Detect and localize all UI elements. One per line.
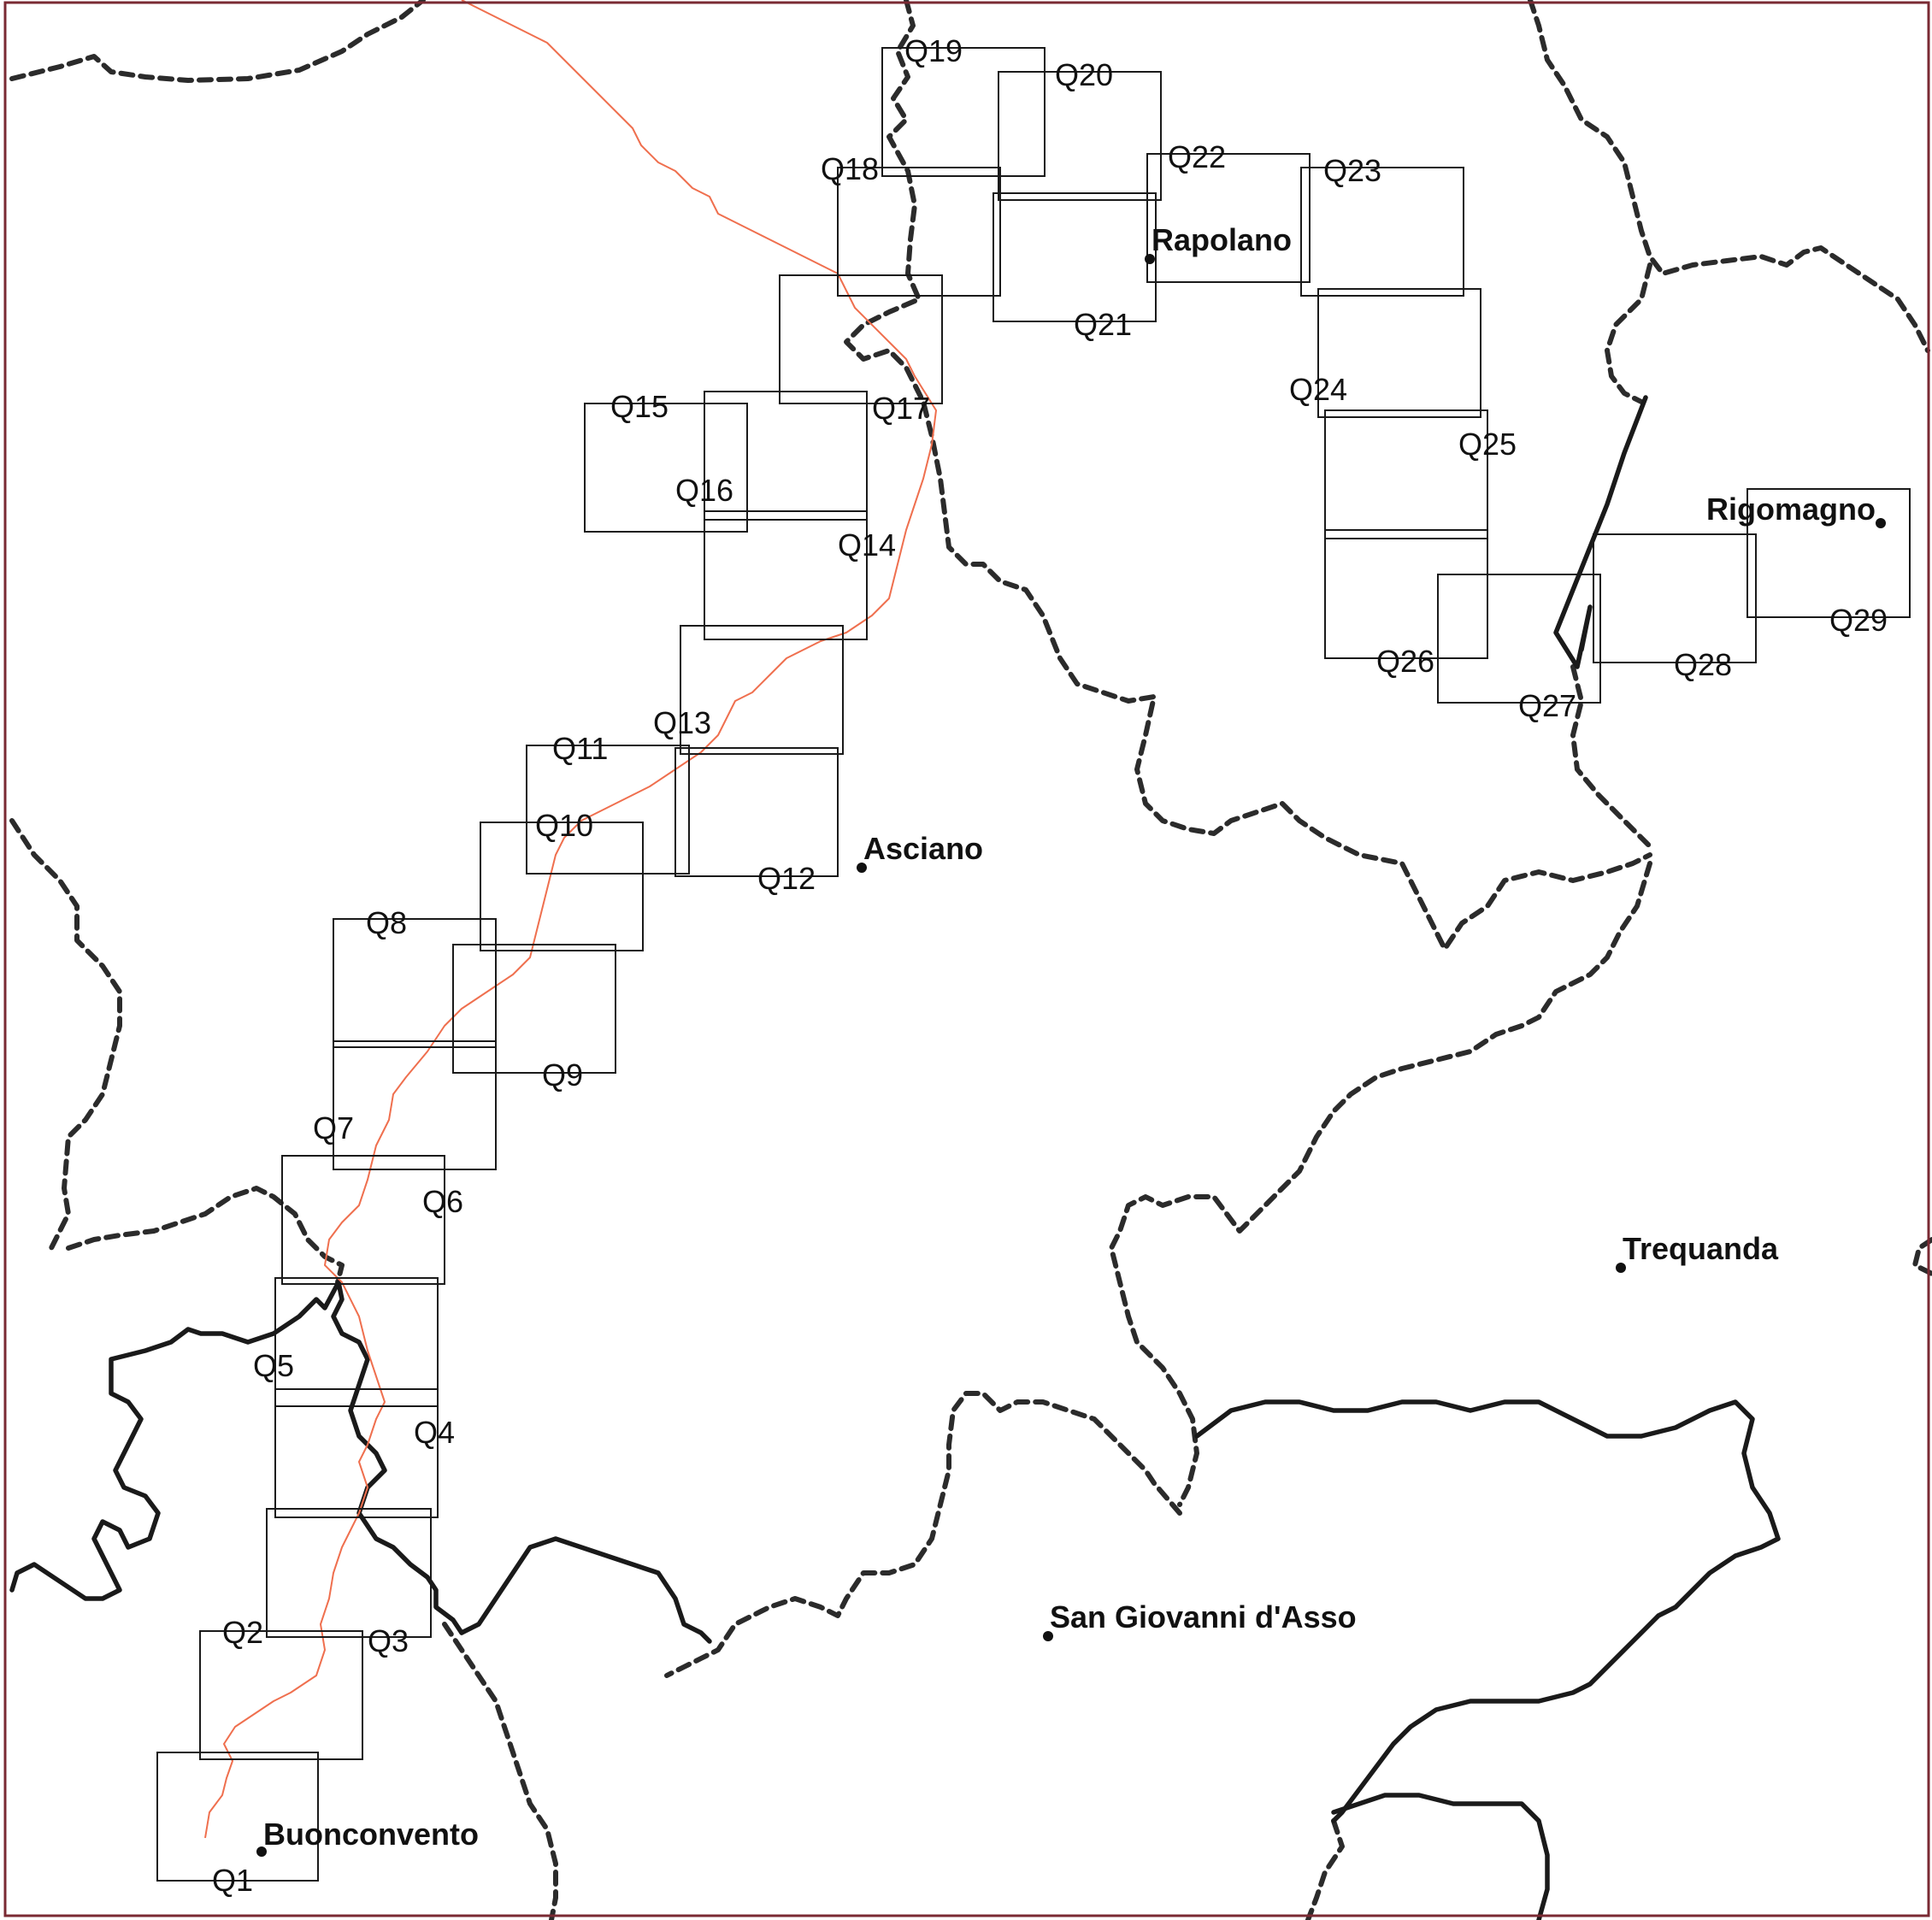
boundary-line	[844, 0, 1652, 951]
town-dot[interactable]	[1043, 1631, 1053, 1641]
tile-q12[interactable]	[674, 747, 839, 877]
tile-label: Q18	[821, 151, 879, 186]
boundary-layer-solid	[9, 395, 1781, 1920]
town-label-rapolano: Rapolano	[1152, 222, 1292, 257]
tile-q10[interactable]	[480, 822, 644, 951]
boundary-line	[66, 1186, 345, 1285]
tile-q16[interactable]	[704, 391, 868, 521]
tile-label: Q20	[1055, 57, 1113, 92]
tile-q29[interactable]	[1746, 488, 1911, 618]
tile-q9[interactable]	[452, 944, 616, 1074]
tile-label-layer: Q1 Q2 Q3 Q4 Q5 Q6 Q7 Q8 Q9 Q10 Q11 Q12 Q…	[212, 33, 1888, 1898]
tile-q14[interactable]	[704, 510, 868, 640]
tile-q8[interactable]	[333, 918, 497, 1048]
tile-label: Q1	[212, 1863, 253, 1898]
tile-label: Q4	[414, 1415, 455, 1450]
tile-q6[interactable]	[281, 1155, 445, 1285]
tile-q25[interactable]	[1324, 409, 1488, 539]
map-border	[3, 1, 1930, 1917]
tile-q15[interactable]	[584, 403, 748, 533]
tile-q19[interactable]	[881, 47, 1046, 177]
tile-label: Q29	[1829, 603, 1888, 638]
tile-q2[interactable]	[199, 1630, 363, 1760]
tile-q4[interactable]	[274, 1388, 439, 1518]
tile-label: Q5	[253, 1348, 294, 1383]
town-dot[interactable]	[1145, 254, 1155, 264]
boundary-layer-dashed	[9, 0, 1932, 1920]
boundary-line	[1305, 1818, 1345, 1920]
town-label-trequanda: Trequanda	[1623, 1231, 1779, 1266]
tile-label: Q15	[610, 389, 669, 424]
town-dot[interactable]	[1616, 1263, 1626, 1273]
tile-q7[interactable]	[333, 1040, 497, 1170]
town-dot[interactable]	[857, 863, 867, 873]
tile-label: Q22	[1168, 139, 1226, 174]
tile-label: Q28	[1674, 647, 1732, 682]
boundary-line	[9, 0, 426, 83]
walking-route	[204, 0, 937, 1839]
tile-label: Q7	[313, 1110, 354, 1146]
boundary-line	[1194, 1399, 1781, 1823]
boundary-line	[9, 818, 122, 1251]
boundary-line	[331, 1280, 464, 1635]
boundary-line	[1331, 1793, 1550, 1920]
town-label-buonconvento: Buonconvento	[263, 1817, 479, 1852]
tile-q28[interactable]	[1593, 533, 1757, 663]
tile-label: Q21	[1074, 307, 1132, 342]
tile-q27[interactable]	[1437, 574, 1601, 704]
tile-q17[interactable]	[779, 274, 943, 404]
boundary-line	[1570, 664, 1652, 849]
tile-label: Q19	[904, 33, 963, 68]
town-layer: Buonconvento Asciano Rapolano Rigomagno …	[256, 222, 1886, 1857]
tile-q26[interactable]	[1324, 529, 1488, 659]
tile-q3[interactable]	[266, 1508, 432, 1638]
tile-q5[interactable]	[274, 1277, 439, 1407]
tile-layer	[156, 47, 1911, 1882]
boundary-line	[1605, 262, 1652, 404]
tile-label: Q17	[872, 391, 930, 426]
tile-label: Q24	[1289, 372, 1347, 407]
boundary-line	[1912, 1237, 1932, 1276]
boundary-line	[664, 1391, 1182, 1678]
tile-label: Q27	[1518, 688, 1576, 723]
tile-label: Q23	[1323, 153, 1381, 188]
tile-q24[interactable]	[1317, 288, 1481, 418]
tile-label: Q11	[552, 731, 608, 766]
tile-label: Q3	[368, 1623, 409, 1658]
boundary-line	[1109, 861, 1652, 1507]
tile-q11[interactable]	[526, 745, 690, 875]
town-dot[interactable]	[256, 1846, 267, 1857]
tile-label: Q9	[542, 1057, 583, 1093]
route-layer	[204, 0, 937, 1839]
town-label-san-giovanni: San Giovanni d'Asso	[1050, 1599, 1357, 1634]
tile-label: Q10	[535, 808, 593, 843]
tile-q21[interactable]	[993, 192, 1157, 322]
town-dot[interactable]	[1876, 518, 1886, 528]
boundary-line	[1528, 0, 1930, 353]
boundary-line	[9, 1280, 341, 1601]
tile-q1[interactable]	[156, 1752, 319, 1882]
boundary-line	[1553, 395, 1648, 669]
boundary-line	[459, 1536, 712, 1644]
tile-label: Q25	[1458, 427, 1517, 462]
town-label-asciano: Asciano	[863, 831, 983, 866]
tile-q22[interactable]	[1146, 153, 1311, 283]
tile-label: Q13	[653, 705, 711, 740]
tile-label: Q14	[838, 527, 896, 562]
tile-q18[interactable]	[837, 167, 1001, 297]
boundary-line	[442, 1622, 558, 1920]
tile-label: Q8	[366, 905, 407, 940]
tile-label: Q12	[757, 861, 816, 896]
tile-label: Q16	[675, 473, 733, 508]
tile-q20[interactable]	[998, 71, 1162, 201]
tile-label: Q2	[222, 1615, 263, 1650]
tile-q13[interactable]	[680, 625, 844, 755]
town-label-rigomagno: Rigomagno	[1706, 492, 1876, 527]
tile-label: Q26	[1376, 644, 1434, 679]
tile-label: Q6	[422, 1184, 463, 1219]
tile-q23[interactable]	[1300, 167, 1464, 297]
